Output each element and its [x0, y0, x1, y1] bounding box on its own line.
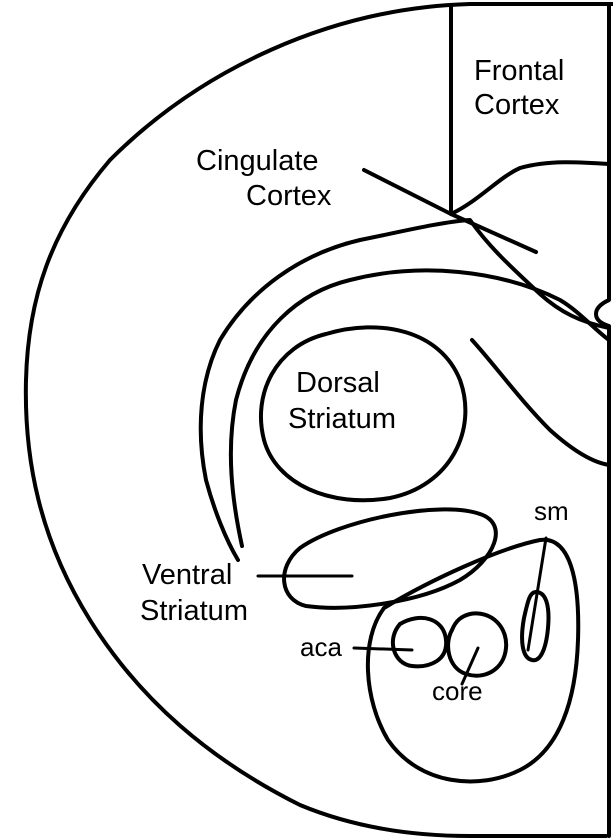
core-outline [448, 613, 506, 675]
cingulate-cortex-label-line2: Cortex [246, 180, 332, 212]
frontal-cortex-label: Frontal [474, 55, 564, 87]
ventral-striatum-label: Ventral [142, 559, 232, 591]
ventral-striatum-label-line2: Striatum [140, 595, 248, 627]
dorsal-striatum-label-line2: Striatum [288, 403, 396, 435]
dorsal-striatum-label: Dorsal [296, 367, 380, 399]
aca-label: aca [300, 632, 342, 662]
sm-label: sm [534, 496, 569, 526]
ventral-striatum-outline [284, 509, 496, 607]
frontal-cortex-lower-boundary [451, 162, 609, 214]
aca-pointer [354, 648, 412, 650]
core-label: core [432, 676, 483, 706]
frontal-cortex-label-line2: Cortex [474, 89, 560, 121]
cingulate-cortex-label: Cingulate [196, 145, 319, 177]
aca-outline [393, 618, 446, 666]
